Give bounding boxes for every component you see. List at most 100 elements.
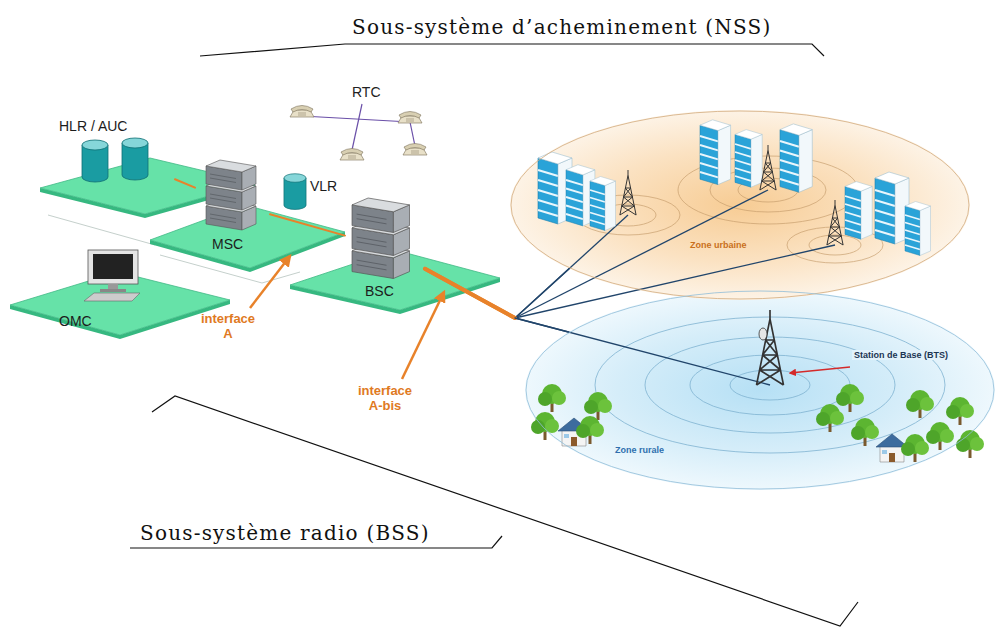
interface-label: interface A-bis <box>352 384 418 414</box>
interface-pointers <box>402 292 444 379</box>
radio-links <box>515 215 628 318</box>
antenna-towers <box>620 170 636 215</box>
network-equipment <box>88 250 138 284</box>
interface-pointers <box>250 256 290 308</box>
telephone-network <box>302 104 415 150</box>
label-anchor: Sous-système d’acheminement (NSS) <box>352 16 771 39</box>
antenna-towers <box>827 200 843 245</box>
connector-line <box>270 214 345 235</box>
connector-line <box>515 318 568 332</box>
frame-lines <box>48 215 155 245</box>
buildings <box>875 172 909 244</box>
trees-houses <box>576 416 604 444</box>
radio-links <box>515 245 835 318</box>
connector <box>425 269 568 332</box>
zone-outline <box>526 291 994 489</box>
callout-label: Station de Base (BTS) <box>852 350 950 360</box>
network-equipment <box>122 138 148 180</box>
database-node: HLR / AUC <box>55 118 175 190</box>
telephone-network <box>352 104 362 150</box>
interface-pointers <box>790 367 850 373</box>
connector <box>425 269 569 318</box>
antenna-towers <box>759 328 767 340</box>
zone-outline <box>510 110 970 300</box>
interface-label: interface A <box>196 312 260 342</box>
node-label: Zone rurale <box>615 445 664 455</box>
server-node: BSC <box>345 190 425 304</box>
zone-ground <box>525 290 995 490</box>
node-label: MSC <box>212 236 243 252</box>
telephone-network <box>340 149 364 161</box>
network-equipment <box>284 174 306 210</box>
antenna-towers <box>760 145 776 190</box>
interface-pointers <box>250 256 850 379</box>
zone-outline <box>525 290 995 490</box>
connector-line <box>515 269 569 318</box>
buildings <box>905 202 931 256</box>
antenna-towers <box>757 310 784 385</box>
buildings <box>735 130 762 188</box>
buildings <box>590 177 616 231</box>
telephone-network <box>290 104 427 160</box>
node-label: VLR <box>310 178 337 194</box>
trees-houses <box>851 418 879 446</box>
network-equipment <box>82 140 108 182</box>
zone-outline <box>511 111 969 299</box>
label-anchor: RTC <box>352 84 381 100</box>
database-node: VLR <box>280 170 350 214</box>
zone-ground <box>510 110 970 300</box>
network-equipment <box>84 293 140 301</box>
radio-links <box>515 318 770 385</box>
network-equipment <box>100 289 126 292</box>
network-equipment <box>206 160 256 230</box>
zone-ground <box>510 110 995 490</box>
trees-houses <box>926 422 954 450</box>
network-equipment <box>93 254 133 279</box>
network-equipment <box>352 198 410 279</box>
radio-rings <box>576 156 945 453</box>
node-label: HLR / AUC <box>59 118 127 134</box>
telephone-network <box>398 112 422 124</box>
trees-houses <box>906 390 934 418</box>
subsystem-brackets <box>200 44 824 56</box>
label-anchor: Sous-système radio (BSS) <box>140 522 430 545</box>
connector <box>175 179 195 187</box>
node-label: Zone urbaine <box>690 240 747 250</box>
connector <box>270 214 345 235</box>
network-equipment <box>82 138 410 301</box>
connector-line <box>425 269 515 318</box>
subsystem-brackets <box>130 44 858 626</box>
label-anchor: Station de Base (BTS) <box>852 350 950 360</box>
terminal-node: OMC <box>55 245 150 334</box>
zone-ellipse: Zone urbaine <box>510 110 970 300</box>
telephone-network <box>302 116 410 122</box>
trees-houses <box>946 397 974 425</box>
label-anchor: interface A-bis <box>352 384 418 414</box>
buildings <box>780 124 812 192</box>
telephone-network <box>410 122 415 146</box>
telephone-network <box>403 144 427 156</box>
network-label: RTC <box>352 84 381 100</box>
connector-line <box>425 269 515 318</box>
trees-houses <box>531 412 559 440</box>
buildings <box>538 120 931 256</box>
subsystem-title: Sous-système radio (BSS) <box>140 522 430 545</box>
telephone-network <box>290 106 314 118</box>
trees-houses <box>538 384 566 412</box>
zone-ellipse: Zone rurale <box>525 290 995 490</box>
antenna-towers <box>620 145 843 385</box>
server-node: MSC <box>195 150 270 257</box>
node-label: OMC <box>59 313 92 329</box>
trees-houses <box>531 384 984 462</box>
label-anchor: interface A <box>196 312 260 342</box>
trees-houses <box>816 404 844 432</box>
trees-houses <box>584 392 612 420</box>
buildings <box>845 182 872 240</box>
trees-houses <box>901 434 929 462</box>
connector-line <box>175 179 195 187</box>
subsystem-title: Sous-système d’acheminement (NSS) <box>352 16 771 39</box>
trees-houses <box>836 384 864 412</box>
node-label: BSC <box>365 283 394 299</box>
subsystem-brackets <box>152 396 858 626</box>
